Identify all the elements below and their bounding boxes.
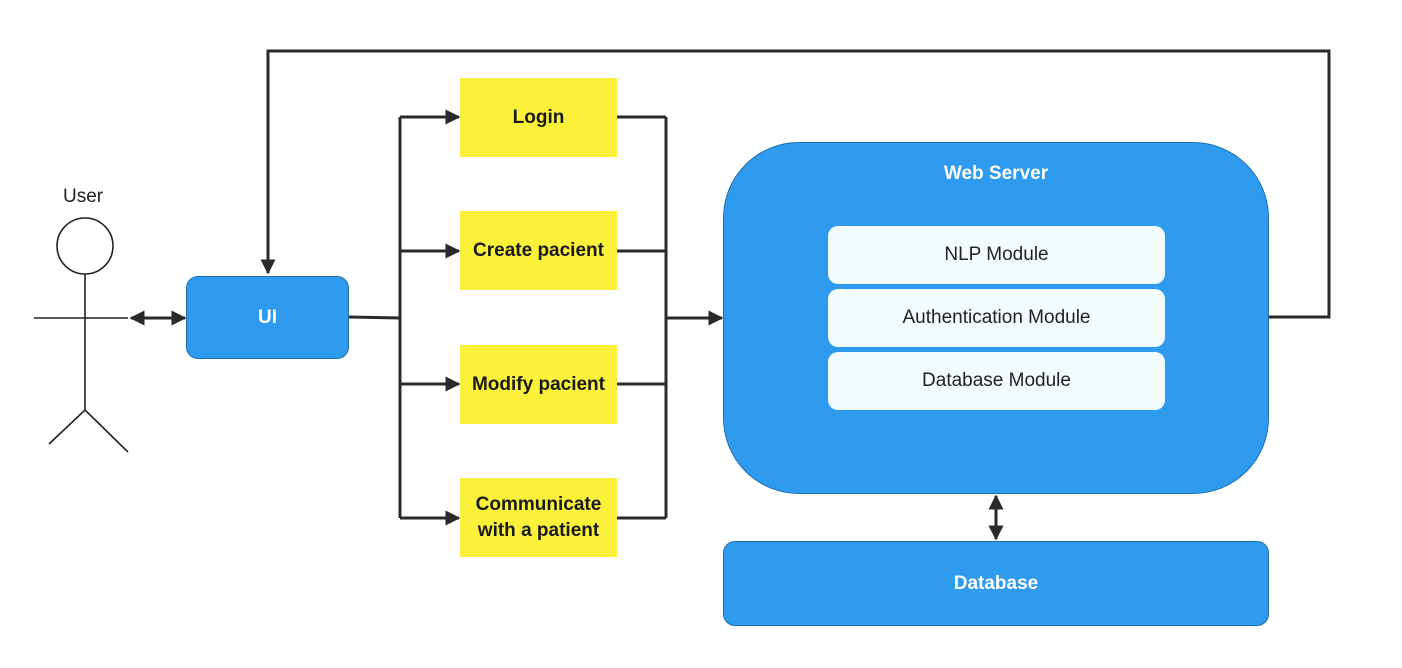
action-login-label: Login <box>512 106 565 128</box>
module-nlp[interactable]: NLP Module <box>828 226 1165 284</box>
database-box[interactable]: Database <box>723 541 1269 626</box>
user-left-leg <box>48 409 86 445</box>
ui-fanout-connector <box>348 315 401 320</box>
module-authentication-label: Authentication Module <box>902 307 1091 328</box>
user-right-leg <box>84 409 129 453</box>
action-login[interactable]: Login <box>460 78 617 157</box>
action-communicate-with-patient[interactable]: Communicate with a patient <box>460 478 617 557</box>
module-database-label: Database Module <box>922 370 1071 391</box>
action-create-pacient-label: Create pacient <box>473 239 604 261</box>
action-communicate-label: Communicate with a patient <box>475 493 602 541</box>
user-head <box>56 217 114 275</box>
module-authentication[interactable]: Authentication Module <box>828 289 1165 347</box>
database-label: Database <box>953 572 1039 594</box>
action-modify-pacient-label: Modify pacient <box>471 373 605 395</box>
action-create-pacient[interactable]: Create pacient <box>460 211 617 290</box>
action-modify-pacient[interactable]: Modify pacient <box>460 345 617 424</box>
ui-box-label: UI <box>258 306 277 328</box>
web-server-title: Web Server <box>943 163 1049 184</box>
module-database[interactable]: Database Module <box>828 352 1165 410</box>
module-nlp-label: NLP Module <box>944 244 1049 265</box>
user-label: User <box>63 186 104 207</box>
server-to-ui-connector <box>260 49 1331 319</box>
ui-box[interactable]: UI <box>186 276 349 359</box>
user-stick-figure <box>34 217 129 453</box>
